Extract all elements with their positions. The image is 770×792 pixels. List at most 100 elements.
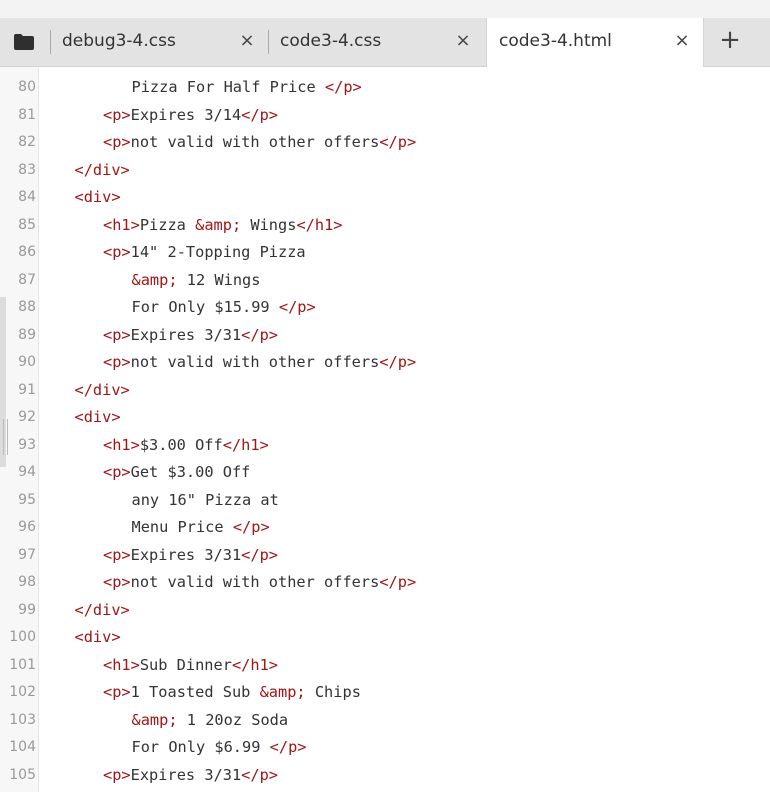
html-entity: &amp; (259, 683, 306, 701)
html-tag: </p> (241, 325, 278, 344)
code-line[interactable]: 81<p>Expires 3/14</p> (0, 102, 770, 130)
html-entity: &amp; (131, 270, 178, 289)
html-tag: </p> (379, 353, 417, 371)
code-text: <div> (75, 624, 121, 652)
gutter-scroll-grip[interactable] (3, 419, 8, 455)
code-line[interactable]: 82<p>not valid with other offers</p> (0, 129, 770, 157)
code-line[interactable]: 85<h1>Pizza &amp; Wings</h1> (0, 212, 770, 240)
html-tag: </p> (241, 105, 278, 124)
code-line[interactable]: 89 <p>Expires 3/31</p> (0, 322, 770, 350)
html-entity: &amp; (195, 215, 242, 234)
code-line[interactable]: 100 <div> (0, 624, 770, 652)
tab-close-icon[interactable]: × (455, 30, 471, 51)
html-tag: </p> (232, 518, 270, 536)
tab-code3-4-css[interactable]: code3-4.css × (268, 18, 486, 66)
code-line[interactable]: 83</div> (0, 157, 770, 185)
code-line[interactable]: 97<p>Expires 3/31</p> (0, 542, 770, 570)
line-number: 98 (18, 574, 36, 590)
html-tag: </p> (241, 545, 278, 564)
text-content: 12 Wings (177, 270, 261, 289)
line-number: 95 (18, 491, 36, 508)
code-line[interactable]: 105<p>Expires 3/31</p> (0, 762, 770, 790)
tab-bar: debug3-4.css × code3-4.css × code3-4.htm… (0, 18, 770, 67)
code-line[interactable]: 87&amp; 12 Wings (0, 267, 770, 295)
tab-code3-4-html[interactable]: code3-4.html × (486, 18, 704, 67)
line-number: 81 (18, 106, 36, 123)
line-number: 89 (18, 326, 36, 343)
code-line[interactable]: 92<div> (0, 404, 770, 432)
code-text: any 16" Pizza at (132, 487, 279, 515)
line-number: 91 (18, 381, 36, 398)
text-content: $3.00 Off (139, 435, 223, 454)
html-tag: <p> (103, 325, 131, 344)
tab-separator (50, 30, 51, 54)
tab-debug3-4-css[interactable]: debug3-4.css × (50, 18, 268, 66)
line-number: 100 (9, 629, 36, 645)
code-line[interactable]: 98<p>not valid with other offers</p> (0, 569, 770, 597)
html-tag: </h1> (231, 655, 279, 674)
code-text: <p>Expires 3/31</p> (103, 322, 278, 350)
code-text: </div> (75, 597, 130, 625)
tab-close-icon[interactable]: × (674, 30, 690, 51)
html-tag: <p> (103, 545, 131, 564)
code-text: <h1>Pizza &amp; Wings</h1> (103, 212, 343, 240)
code-line[interactable]: 103&amp; 1 20oz Soda (0, 707, 770, 735)
code-line[interactable]: 99 </div> (0, 597, 770, 625)
code-line[interactable]: 91</div> (0, 377, 770, 405)
code-line[interactable]: 94<p>Get $3.00 Off (0, 459, 770, 487)
text-content: Chips (305, 683, 361, 701)
html-tag: <p> (103, 765, 131, 784)
text-content: 14" 2-Topping Pizza (130, 243, 306, 261)
code-line[interactable]: 93<h1>$3.00 Off</h1> (0, 432, 770, 460)
code-text: <h1>Sub Dinner</h1> (103, 652, 278, 680)
line-number: 83 (18, 161, 36, 178)
html-tag: <p> (103, 683, 131, 701)
code-text: For Only $6.99 </p> (132, 734, 307, 762)
folder-button[interactable] (0, 18, 48, 66)
text-content: Expires 3/31 (130, 765, 242, 784)
code-text: &amp; 12 Wings (132, 267, 261, 295)
html-tag: <div> (74, 408, 121, 426)
code-line[interactable]: 101 <h1>Sub Dinner</h1> (0, 652, 770, 680)
line-number: 99 (18, 601, 36, 618)
text-content: Expires 3/31 (130, 325, 242, 344)
tab-separator (268, 30, 269, 54)
line-number: 86 (18, 244, 36, 260)
text-content: For Only $6.99 (131, 738, 270, 756)
code-text: Menu Price </p> (132, 514, 270, 542)
window-top-strip (0, 0, 770, 18)
tab-close-icon[interactable]: × (239, 30, 255, 51)
html-tag: <p> (103, 573, 131, 591)
new-tab-button[interactable]: + (719, 25, 741, 55)
code-line[interactable]: 86<p>14" 2-Topping Pizza (0, 239, 770, 267)
html-tag: </div> (74, 600, 130, 619)
text-content: Sub Dinner (139, 655, 232, 674)
text-content: Wings (241, 215, 297, 234)
code-text: <div> (75, 184, 121, 212)
code-line[interactable]: 102<p>1 Toasted Sub &amp; Chips (0, 679, 770, 707)
html-tag: <p> (103, 353, 131, 371)
line-number: 105 (9, 766, 36, 783)
code-line[interactable]: 95 any 16" Pizza at (0, 487, 770, 515)
line-number: 101 (9, 656, 36, 673)
text-content: 1 20oz Soda (177, 710, 289, 729)
gutter-scroll-mark[interactable] (0, 297, 6, 467)
html-tag: <p> (103, 133, 131, 151)
html-tag: </p> (379, 573, 417, 591)
html-tag: <h1> (103, 215, 140, 234)
line-number: 97 (18, 546, 36, 563)
text-content: Pizza (139, 215, 196, 234)
code-text: <p>not valid with other offers</p> (103, 349, 416, 377)
tab-label: code3-4.html (499, 31, 612, 51)
html-tag: </p> (278, 298, 316, 316)
text-content: not valid with other offers (130, 353, 380, 371)
code-text: For Only $15.99 </p> (132, 294, 316, 322)
code-line[interactable]: 84<div> (0, 184, 770, 212)
html-tag: </h1> (222, 435, 269, 454)
code-line[interactable]: 90<p>not valid with other offers</p> (0, 349, 770, 377)
